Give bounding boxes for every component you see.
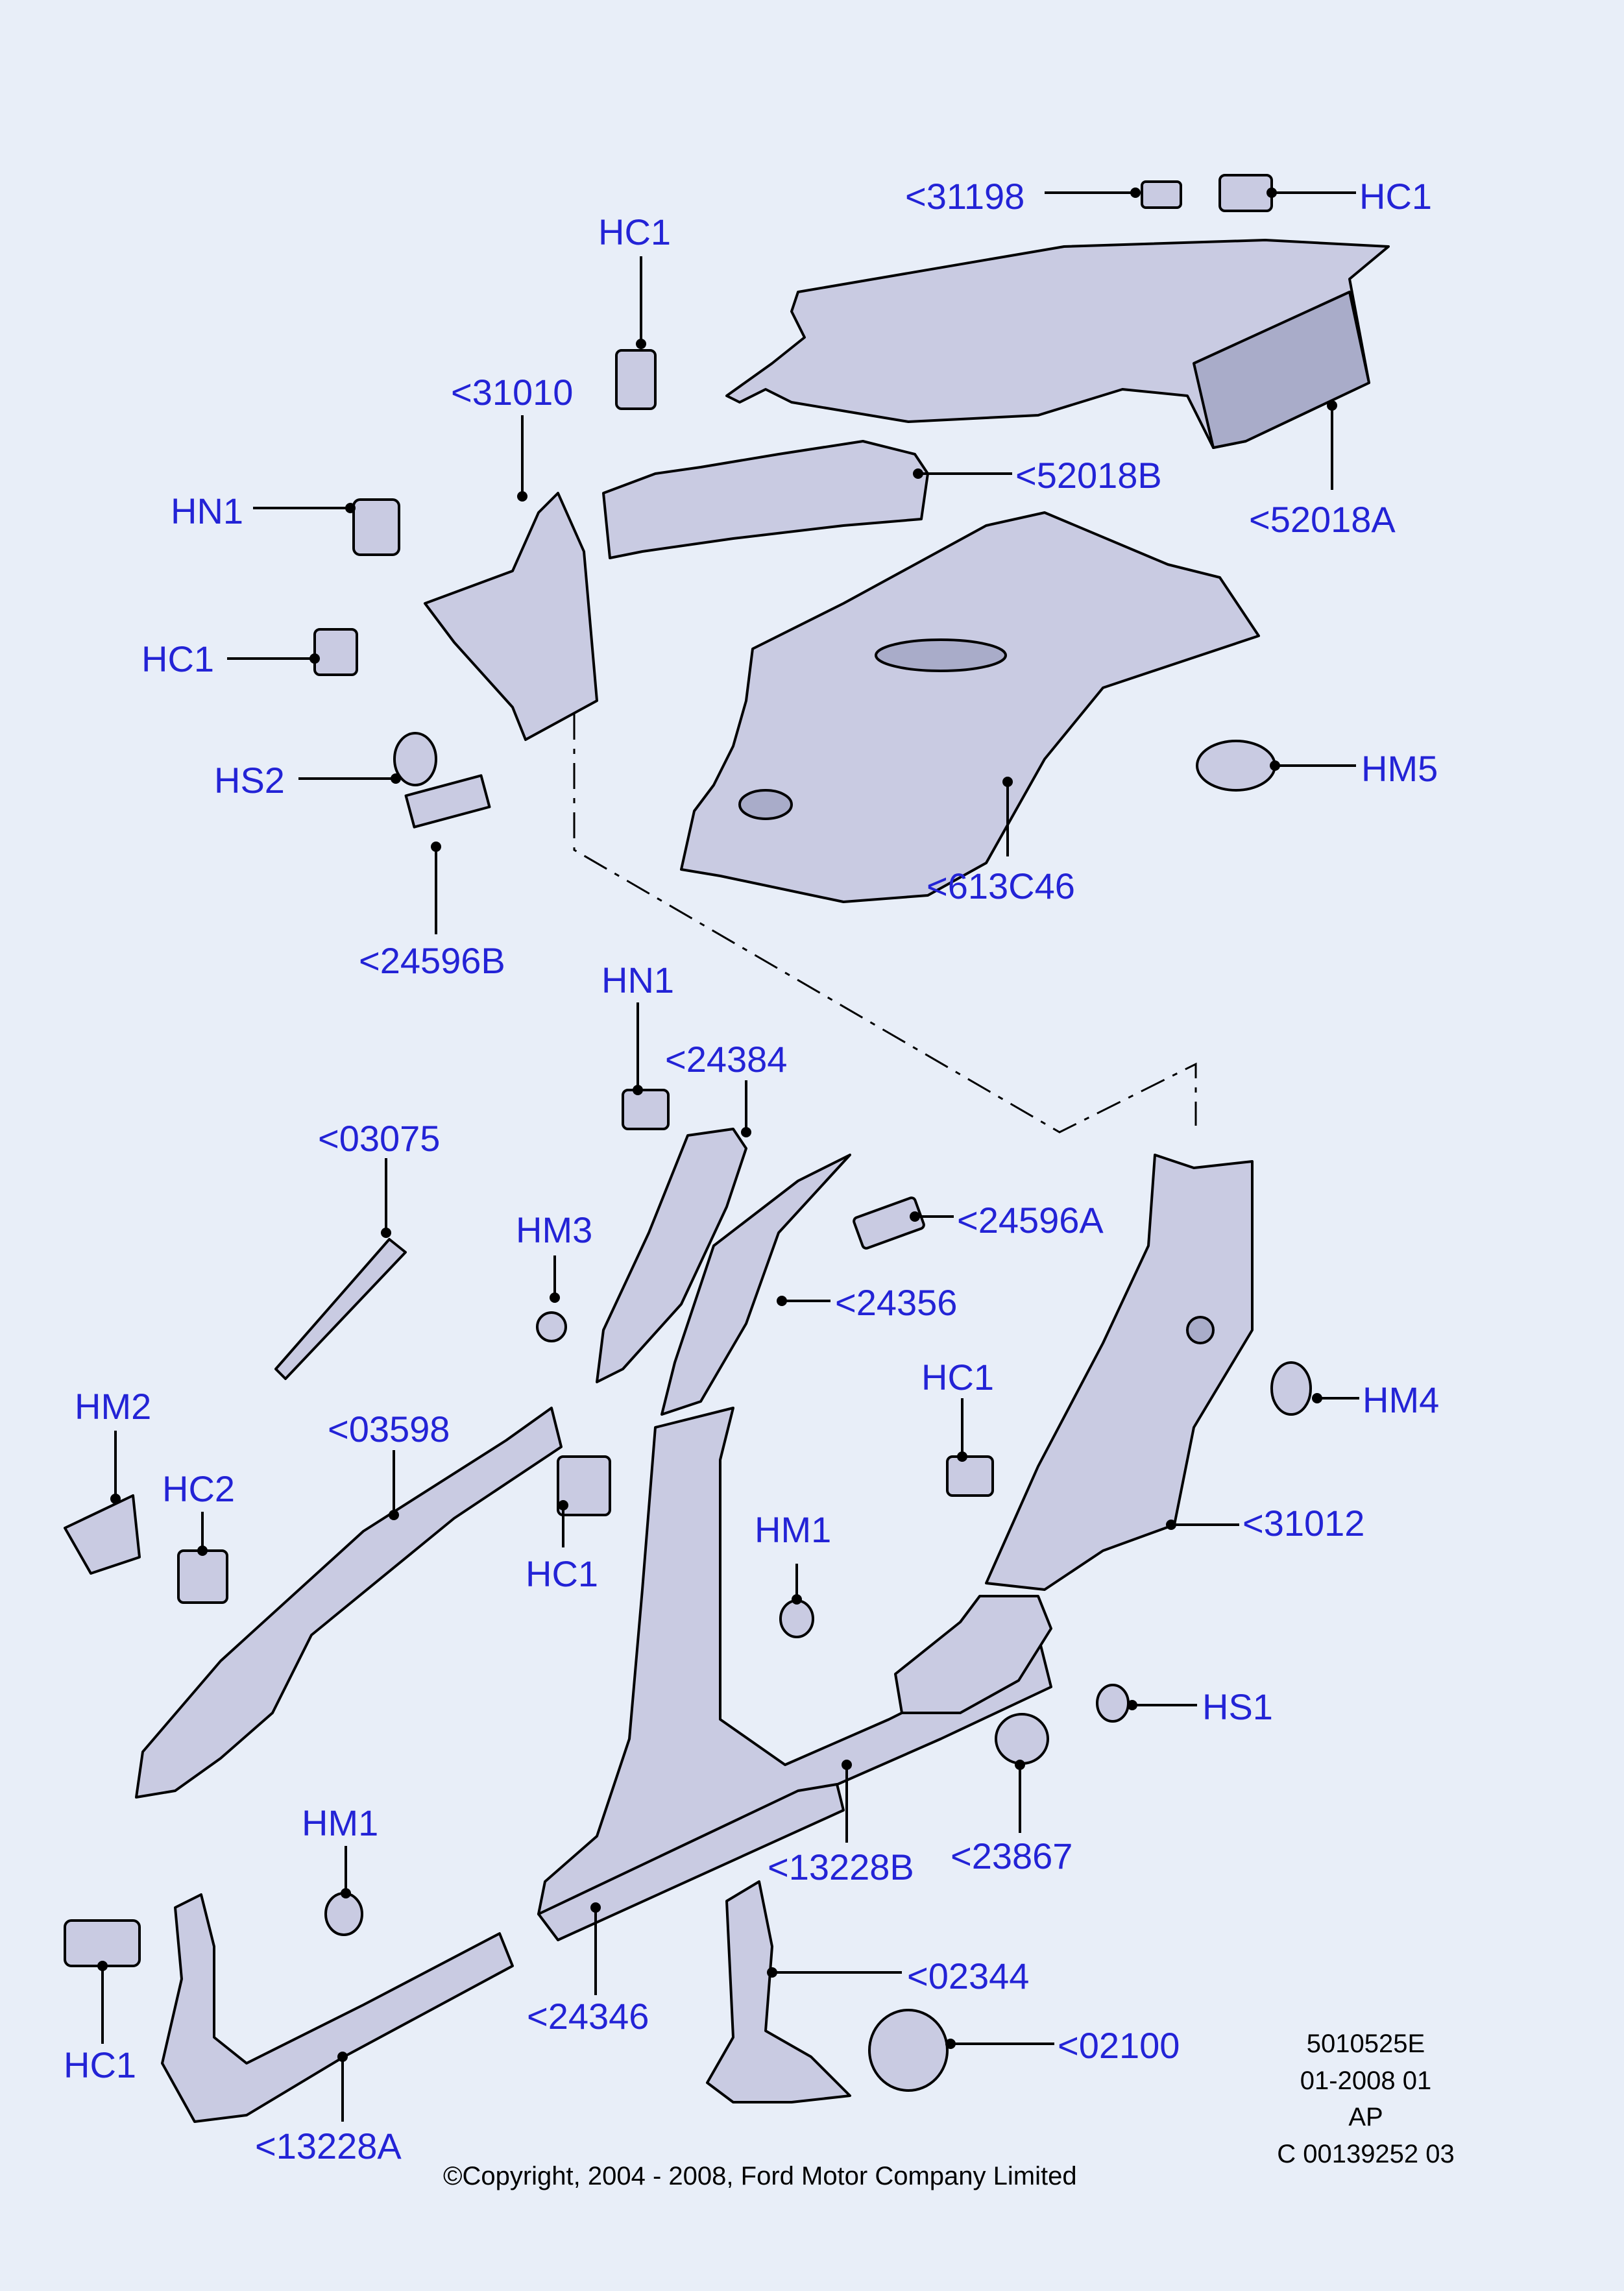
part-23867 xyxy=(995,1713,1049,1765)
part-24596b xyxy=(404,774,491,829)
label-hc1-bottom: HC1 xyxy=(64,2044,137,2085)
label-hs1: HS1 xyxy=(1202,1686,1273,1727)
alignment-line xyxy=(573,714,1197,1133)
part-hs1 xyxy=(1096,1684,1130,1723)
label-31012: <31012 xyxy=(1242,1503,1365,1544)
label-23867: <23867 xyxy=(951,1836,1073,1876)
part-hm2 xyxy=(64,1494,141,1575)
label-hm1-mid: HM1 xyxy=(755,1509,832,1550)
part-hm1-mid xyxy=(779,1599,814,1638)
part-31010 xyxy=(424,492,598,741)
part-hc1-left xyxy=(313,628,358,676)
reference-line-4: C 00139252 03 xyxy=(1277,2140,1455,2168)
label-hn1-top: HN1 xyxy=(171,491,244,531)
label-31198: <31198 xyxy=(905,176,1025,217)
part-24356 xyxy=(661,1154,851,1416)
part-hc1-bottom xyxy=(64,1919,141,1967)
label-hs2: HS2 xyxy=(214,760,285,801)
part-52018a-bracket xyxy=(1193,291,1370,449)
label-02100: <02100 xyxy=(1058,2025,1180,2066)
part-24346-strip xyxy=(537,1783,845,1941)
part-hm1-low xyxy=(324,1892,363,1936)
part-23867-bracket xyxy=(894,1595,1052,1714)
label-31010: <31010 xyxy=(451,372,574,413)
label-613c46: <613C46 xyxy=(927,866,1075,906)
label-52018b: <52018B xyxy=(1015,455,1162,496)
part-31198 xyxy=(1141,180,1182,209)
part-613c46-hole xyxy=(738,789,793,820)
part-hc1-top-right xyxy=(1218,174,1273,212)
label-24596b: <24596B xyxy=(359,940,505,981)
part-31012 xyxy=(985,1154,1254,1591)
label-hm2: HM2 xyxy=(75,1386,152,1427)
part-hs2 xyxy=(393,732,437,786)
label-52018a: <52018A xyxy=(1249,499,1396,540)
label-hc1-mid-right: HC1 xyxy=(921,1357,995,1398)
part-hn1-mid xyxy=(622,1089,670,1130)
part-hm5 xyxy=(1196,740,1276,792)
label-13228b: <13228B xyxy=(768,1847,914,1887)
part-hc1-top xyxy=(615,349,657,410)
copyright-notice: ©Copyright, 2004 - 2008, Ford Motor Comp… xyxy=(443,2162,1077,2190)
part-hc1-mid-right xyxy=(946,1455,994,1497)
label-hc1-top: HC1 xyxy=(598,212,672,252)
label-hm3: HM3 xyxy=(516,1209,593,1250)
label-02344: <02344 xyxy=(907,1956,1030,1996)
part-hm3 xyxy=(536,1311,567,1342)
label-24346: <24346 xyxy=(527,1996,649,2037)
part-hc2 xyxy=(177,1549,228,1604)
label-24356: <24356 xyxy=(835,1282,958,1323)
part-52018b xyxy=(602,440,929,559)
part-24384 xyxy=(596,1128,747,1383)
part-03075 xyxy=(274,1238,407,1380)
label-24596a: <24596A xyxy=(957,1200,1104,1241)
part-31012-hole xyxy=(1186,1316,1215,1344)
label-hc1-left: HC1 xyxy=(141,638,215,679)
label-hm1-low: HM1 xyxy=(302,1802,379,1843)
label-hn1-mid: HN1 xyxy=(601,960,675,1000)
reference-line-3: AP xyxy=(1348,2103,1383,2131)
part-24596a xyxy=(853,1196,925,1250)
part-hc1-mid xyxy=(557,1455,611,1516)
part-02100 xyxy=(868,2009,949,2092)
label-03075: <03075 xyxy=(318,1118,441,1159)
part-613c46-handle xyxy=(875,638,1007,672)
leader-lines xyxy=(97,188,1359,2122)
label-hm5: HM5 xyxy=(1361,748,1438,789)
part-03598 xyxy=(135,1407,563,1799)
label-hc2: HC2 xyxy=(162,1468,236,1509)
label-03598: <03598 xyxy=(328,1409,450,1449)
part-hn1-top xyxy=(352,498,400,556)
part-24346 xyxy=(537,1407,1052,1922)
reference-line-1: 5010525E xyxy=(1306,2030,1425,2058)
part-hm4 xyxy=(1270,1361,1312,1416)
part-02344 xyxy=(706,1880,851,2103)
part-13228a xyxy=(161,1893,514,2123)
label-24384: <24384 xyxy=(665,1039,788,1080)
label-13228a: <13228A xyxy=(255,2126,402,2166)
label-hc1-top-right: HC1 xyxy=(1359,176,1433,217)
reference-line-2: 01-2008 01 xyxy=(1300,2067,1432,2095)
part-613c46 xyxy=(680,511,1260,903)
label-hc1-mid: HC1 xyxy=(526,1553,599,1594)
label-hm4: HM4 xyxy=(1363,1379,1440,1420)
